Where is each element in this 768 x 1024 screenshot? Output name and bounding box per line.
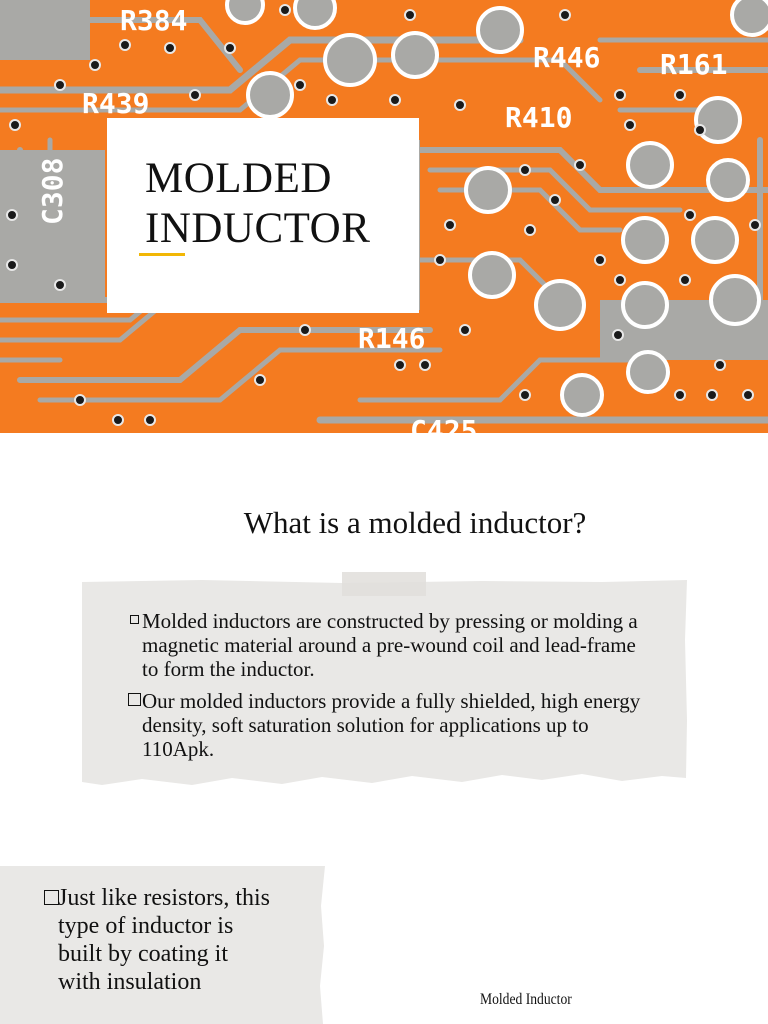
board-label-r410: R410: [505, 101, 572, 134]
note-text: Just like resistors, this type of induct…: [58, 885, 271, 995]
section-heading: What is a molded inductor?: [243, 505, 587, 540]
checkbox-bullet-icon: [44, 890, 59, 905]
title-line-2: INDUCTOR: [145, 205, 371, 252]
bullet-list: Molded inductors are constructed by pres…: [128, 609, 648, 761]
title-card: MOLDED INDUCTOR: [107, 118, 419, 313]
board-label-r146: R146: [358, 322, 425, 355]
bullet-text: Molded inductors are constructed by pres…: [142, 609, 638, 681]
board-label-r161: R161: [660, 48, 727, 81]
board-label-r384: R384: [120, 4, 187, 37]
title-accent-underline: [139, 253, 185, 256]
list-item: Molded inductors are constructed by pres…: [128, 609, 648, 681]
bullet-text: Our molded inductors provide a fully shi…: [142, 689, 641, 761]
torn-paper-shape: [82, 580, 687, 785]
hero-banner: R384 R446 R161 R439 R410 C308 R146 C425 …: [0, 0, 768, 433]
checkbox-bullet-icon: [130, 615, 139, 624]
torn-paper-shape-2: [0, 866, 325, 1024]
image-caption: Molded Inductor: [480, 991, 572, 1008]
board-label-r439: R439: [82, 87, 149, 120]
torn-paper-card: [82, 580, 687, 802]
note-list-item: Just like resistors, this type of induct…: [44, 884, 274, 996]
list-item: Our molded inductors provide a fully shi…: [128, 689, 648, 761]
board-label-c308: C308: [36, 158, 69, 225]
board-label-r446: R446: [533, 41, 600, 74]
checkbox-bullet-icon: [128, 693, 141, 706]
tape-strip: [342, 572, 426, 596]
torn-paper-card-2: [0, 866, 325, 1024]
title-line-1: MOLDED: [145, 155, 332, 202]
board-label-c425: C425: [410, 414, 477, 433]
